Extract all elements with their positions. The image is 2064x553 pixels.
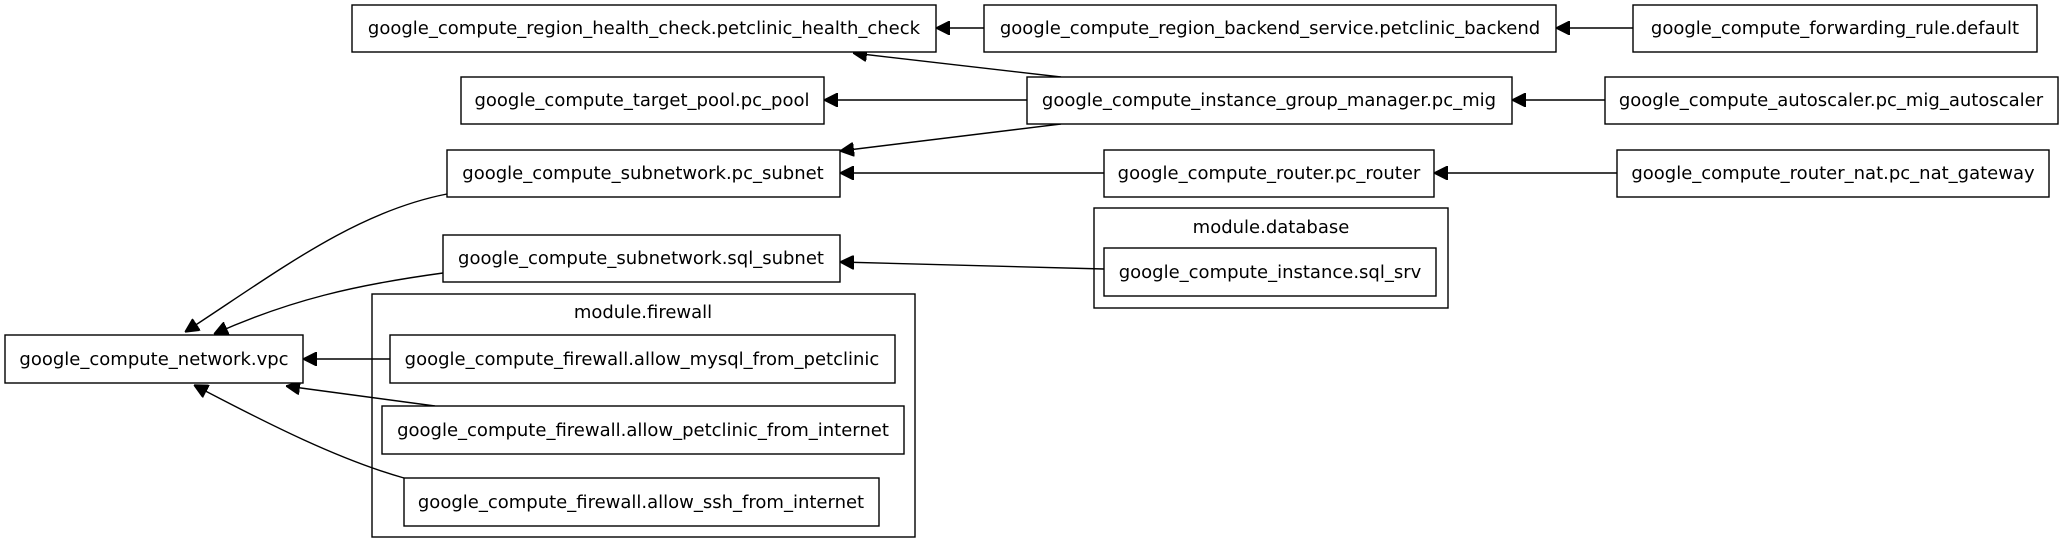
- node-label-fw-petclinic: google_compute_firewall.allow_petclinic_…: [397, 420, 889, 441]
- node-sql-srv[interactable]: google_compute_instance.sql_srv: [1103, 247, 1437, 297]
- node-label-router-nat: google_compute_router_nat.pc_nat_gateway: [1631, 163, 2035, 184]
- node-instance-group-manager[interactable]: google_compute_instance_group_manager.pc…: [1026, 76, 1513, 125]
- node-label-router: google_compute_router.pc_router: [1118, 163, 1421, 184]
- node-label-health-check: google_compute_region_health_check.petcl…: [368, 18, 921, 39]
- edge-fwssh-to-vpc: [194, 385, 405, 479]
- cluster-module-firewall: module.firewall: [371, 293, 916, 538]
- node-router[interactable]: google_compute_router.pc_router: [1103, 149, 1435, 198]
- edge-pcsubnet-to-vpc: [185, 193, 448, 332]
- node-label-forwarding-rule: google_compute_forwarding_rule.default: [1651, 18, 2019, 39]
- node-label-autoscaler: google_compute_autoscaler.pc_mig_autosca…: [1619, 90, 2044, 111]
- node-label-sql-subnet: google_compute_subnetwork.sql_subnet: [458, 248, 824, 269]
- node-label-pc-subnet: google_compute_subnetwork.pc_subnet: [462, 163, 823, 184]
- node-label-igm: google_compute_instance_group_manager.pc…: [1042, 90, 1496, 111]
- node-label-backend-service: google_compute_region_backend_service.pe…: [1000, 18, 1540, 39]
- cluster-module-database: module.database: [1093, 207, 1449, 309]
- node-label-fw-mysql: google_compute_firewall.allow_mysql_from…: [405, 349, 880, 370]
- edge-igm-to-healthcheck: [853, 53, 1062, 78]
- cluster-label-database: module.database: [1193, 217, 1350, 238]
- edge-sqlsrv-to-sqlsubnet: [840, 262, 1105, 270]
- node-fw-allow-ssh[interactable]: google_compute_firewall.allow_ssh_from_i…: [403, 477, 880, 527]
- nodes: google_compute_region_health_check.petcl…: [4, 4, 2059, 527]
- edges: [185, 28, 1633, 479]
- node-router-nat[interactable]: google_compute_router_nat.pc_nat_gateway: [1616, 149, 2050, 198]
- node-fw-allow-petclinic[interactable]: google_compute_firewall.allow_petclinic_…: [381, 405, 905, 455]
- node-label-target-pool: google_compute_target_pool.pc_pool: [474, 90, 809, 111]
- node-sql-subnet[interactable]: google_compute_subnetwork.sql_subnet: [442, 234, 841, 283]
- node-forwarding-rule[interactable]: google_compute_forwarding_rule.default: [1632, 4, 2038, 53]
- cluster-label-firewall: module.firewall: [574, 302, 712, 323]
- edge-igm-to-pcsubnet: [840, 123, 1062, 151]
- node-autoscaler[interactable]: google_compute_autoscaler.pc_mig_autosca…: [1604, 76, 2059, 125]
- node-region-health-check[interactable]: google_compute_region_health_check.petcl…: [351, 4, 937, 53]
- edge-fwpetclinic-to-vpc: [286, 386, 436, 407]
- node-label-fw-ssh: google_compute_firewall.allow_ssh_from_i…: [418, 492, 864, 513]
- node-pc-subnet[interactable]: google_compute_subnetwork.pc_subnet: [446, 149, 841, 198]
- node-region-backend-service[interactable]: google_compute_region_backend_service.pe…: [983, 4, 1557, 53]
- node-fw-allow-mysql[interactable]: google_compute_firewall.allow_mysql_from…: [389, 334, 896, 384]
- node-label-vpc: google_compute_network.vpc: [19, 349, 288, 370]
- node-target-pool[interactable]: google_compute_target_pool.pc_pool: [460, 76, 825, 125]
- node-network-vpc[interactable]: google_compute_network.vpc: [4, 334, 304, 384]
- node-label-sql-srv: google_compute_instance.sql_srv: [1119, 262, 1422, 283]
- edge-sqlsubnet-to-vpc: [214, 272, 444, 334]
